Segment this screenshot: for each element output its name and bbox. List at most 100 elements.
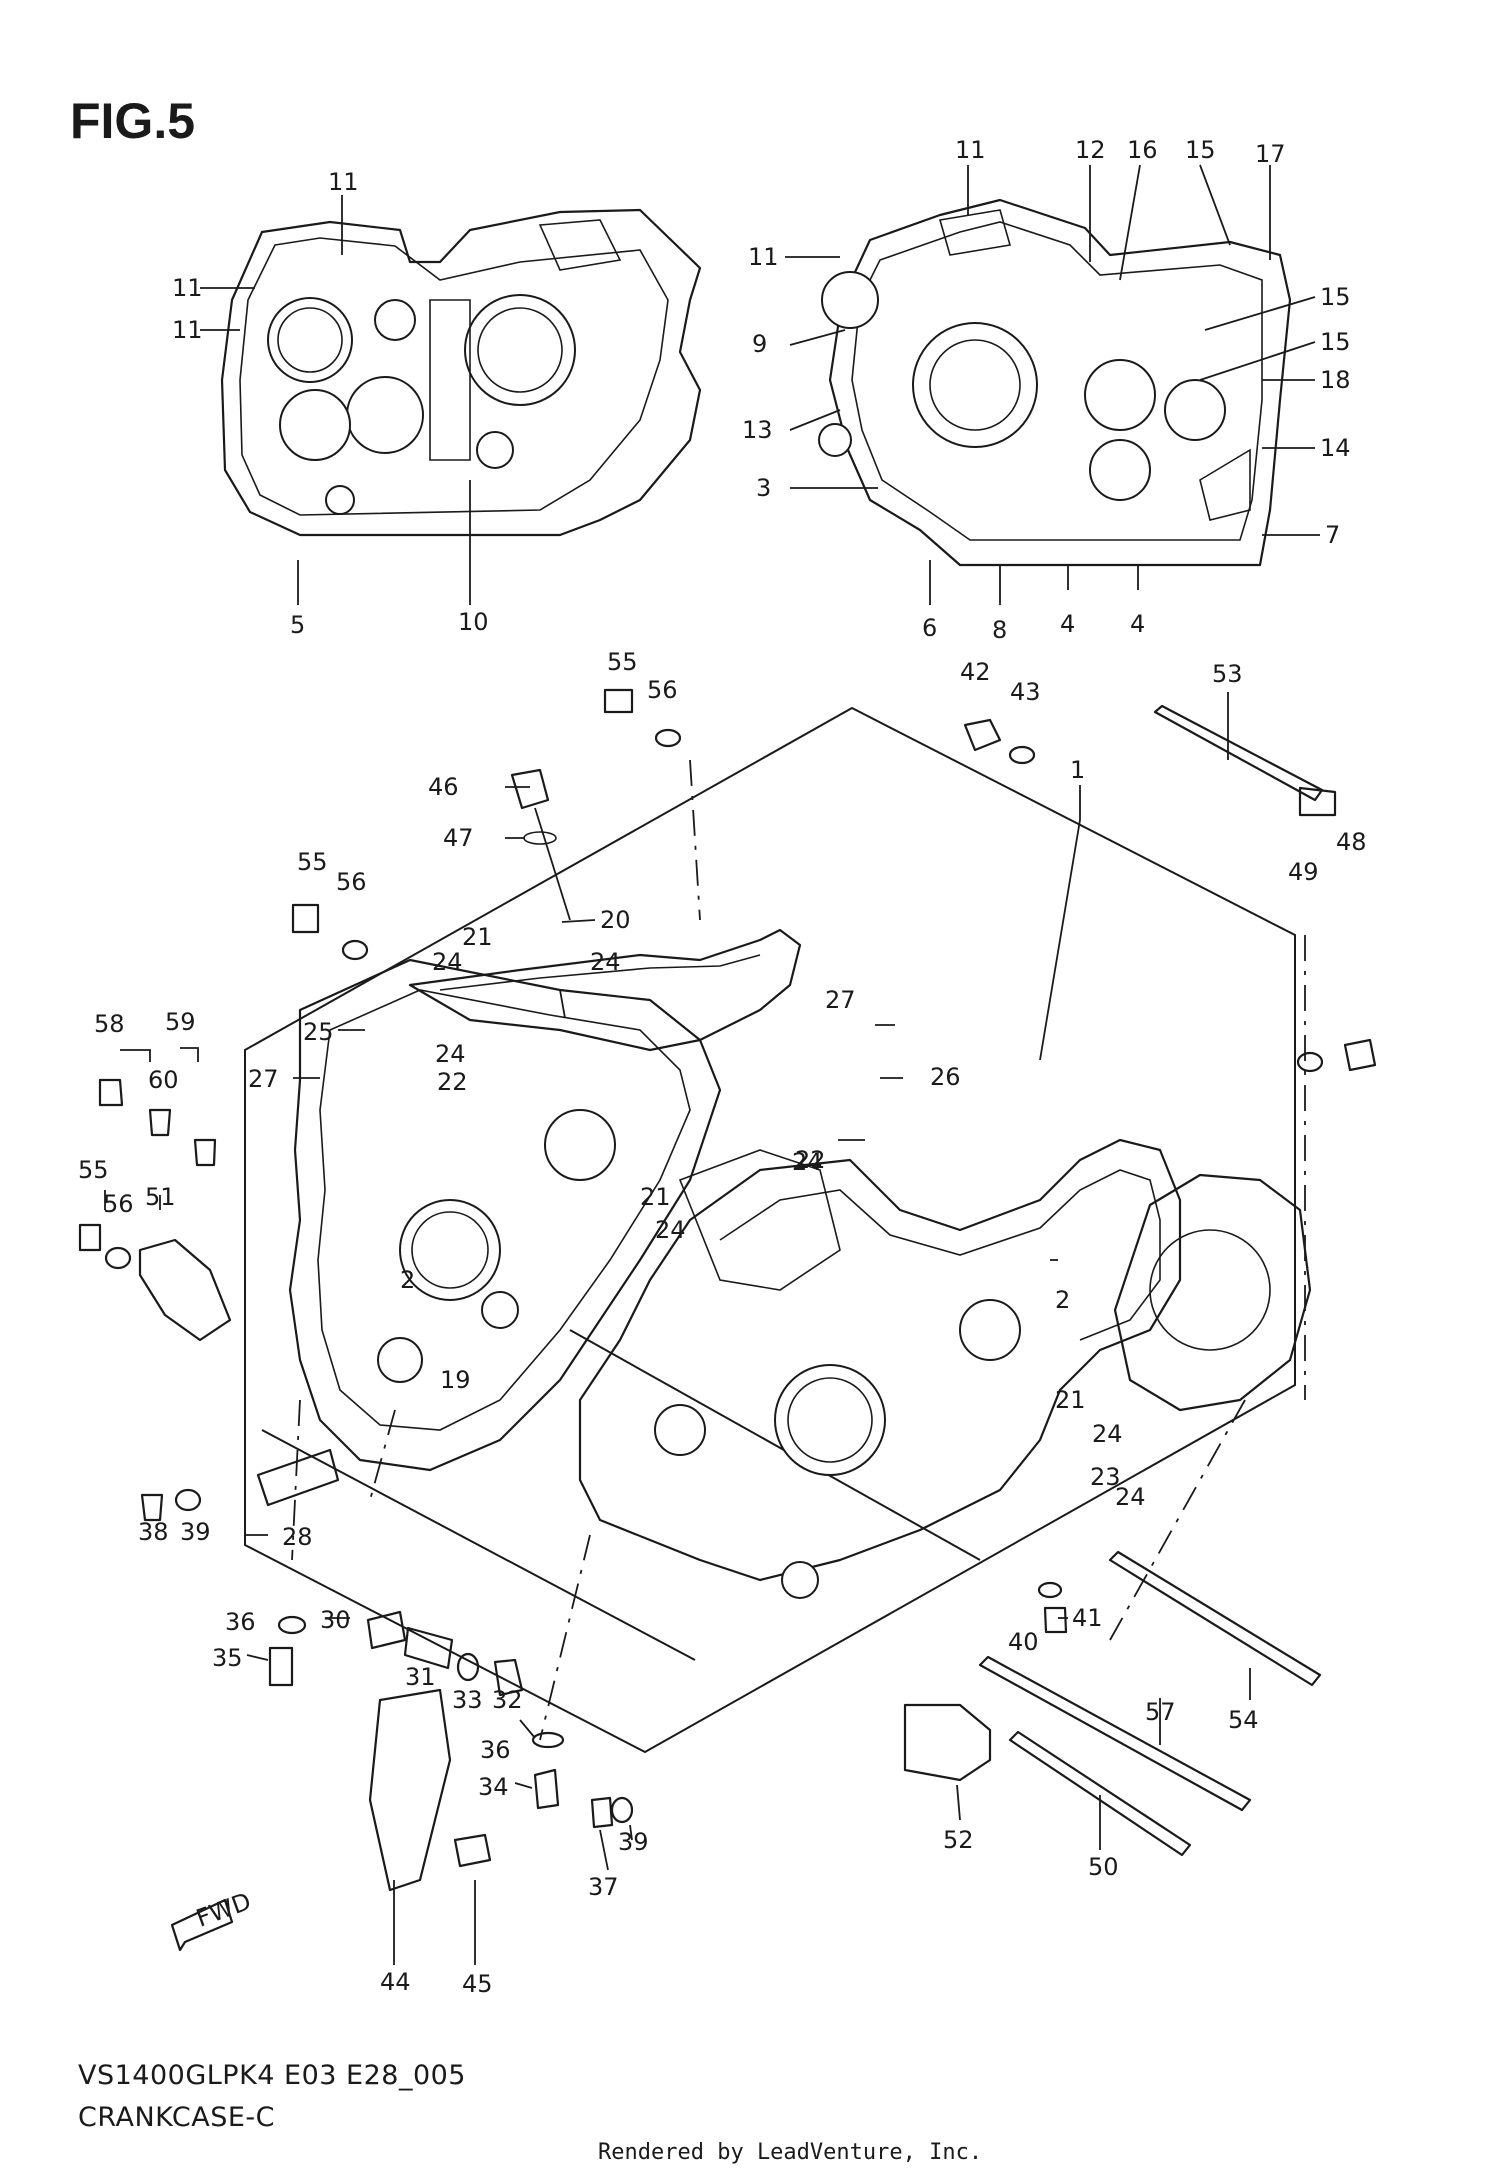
callout-label: 12 <box>1075 136 1106 164</box>
callout-label: 50 <box>1088 1853 1119 1881</box>
callout-label: 21 <box>640 1183 671 1211</box>
callout-label: 11 <box>172 316 203 344</box>
callout-label: 60 <box>148 1066 179 1094</box>
callout-labels: 11 11 11 5 10 11 12 16 15 17 11 9 13 3 1… <box>78 136 1367 1998</box>
leader-lines <box>104 164 1320 1965</box>
callout-label: 21 <box>1055 1386 1086 1414</box>
callout-label: 30 <box>320 1606 351 1634</box>
callout-label: 11 <box>748 243 779 271</box>
callout-label: 15 <box>1320 283 1351 311</box>
fwd-arrow: FWD <box>170 1887 255 1952</box>
right-crankcase-half <box>818 198 1292 567</box>
callout-label: 44 <box>380 1968 411 1996</box>
figure-title: FIG.5 <box>70 93 196 149</box>
callout-label: 58 <box>94 1010 125 1038</box>
callout-label: 20 <box>600 906 631 934</box>
callout-label: 55 <box>297 848 328 876</box>
callout-label: 47 <box>443 824 474 852</box>
callout-label: 11 <box>955 136 986 164</box>
callout-label: 51 <box>145 1183 176 1211</box>
callout-label: 33 <box>452 1686 483 1714</box>
callout-label: 24 <box>432 948 463 976</box>
callout-label: 4 <box>1060 610 1075 638</box>
hardware-parts <box>78 688 1377 1892</box>
callout-label: 56 <box>647 676 678 704</box>
callout-label: 27 <box>825 986 856 1014</box>
callout-label: 24 <box>435 1040 466 1068</box>
callout-label: 54 <box>1228 1706 1259 1734</box>
callout-label: 21 <box>462 923 493 951</box>
callout-label: 56 <box>103 1190 134 1218</box>
callout-label: 22 <box>437 1068 468 1096</box>
callout-label: 40 <box>1008 1628 1039 1656</box>
callout-label: 43 <box>1010 678 1041 706</box>
callout-label: 22 <box>795 1146 826 1174</box>
assembly-frame <box>244 706 1296 1754</box>
callout-label: 55 <box>607 648 638 676</box>
callout-label: 24 <box>792 1148 823 1176</box>
callout-label: 1 <box>1070 756 1085 784</box>
callout-label: 19 <box>440 1366 471 1394</box>
callout-label: 39 <box>180 1518 211 1546</box>
callout-label: 2 <box>1055 1286 1070 1314</box>
callout-label: 3 <box>756 474 771 502</box>
callout-label: 26 <box>930 1063 961 1091</box>
callout-label: 13 <box>742 416 773 444</box>
callout-label: 42 <box>960 658 991 686</box>
callout-label: 57 <box>1145 1698 1176 1726</box>
callout-label: 24 <box>655 1216 686 1244</box>
callout-label: 38 <box>138 1518 169 1546</box>
callout-label: 35 <box>212 1644 243 1672</box>
callout-label: 36 <box>480 1736 511 1764</box>
callout-label: 24 <box>1092 1420 1123 1448</box>
callout-label: 32 <box>492 1686 523 1714</box>
callout-label: 7 <box>1325 521 1340 549</box>
callout-label: 31 <box>405 1663 436 1691</box>
callout-label: 25 <box>303 1018 334 1046</box>
callout-label: 34 <box>478 1773 509 1801</box>
callout-label: 36 <box>225 1608 256 1636</box>
callout-label: 39 <box>618 1828 649 1856</box>
callout-label: 10 <box>458 608 489 636</box>
alignment-lines <box>291 759 1306 1741</box>
render-credit: Rendered by LeadVenture, Inc. <box>598 2140 983 2165</box>
callout-label: 37 <box>588 1873 619 1901</box>
callout-label: 14 <box>1320 434 1351 462</box>
callout-label: 41 <box>1072 1604 1103 1632</box>
callout-label: 6 <box>922 614 937 642</box>
callout-label: 17 <box>1255 140 1286 168</box>
callout-label: 56 <box>336 868 367 896</box>
callout-label: 45 <box>462 1970 493 1998</box>
callout-label: 24 <box>590 948 621 976</box>
callout-label: 11 <box>172 274 203 302</box>
callout-label: 23 <box>1090 1463 1121 1491</box>
left-crankcase-half <box>220 208 702 537</box>
callout-label: 5 <box>290 611 305 639</box>
main-right-crankcase <box>578 1138 1182 1599</box>
cover-plate <box>1113 1173 1312 1412</box>
model-code: VS1400GLPK4 E03 E28_005 <box>78 2060 466 2091</box>
callout-label: 55 <box>78 1156 109 1184</box>
callout-label: 52 <box>943 1826 974 1854</box>
callout-label: 28 <box>282 1523 313 1551</box>
callout-label: 24 <box>1115 1483 1146 1511</box>
callout-label: 59 <box>165 1008 196 1036</box>
main-left-crankcase <box>288 958 722 1472</box>
upper-deck <box>408 928 802 1052</box>
callout-label: 4 <box>1130 610 1145 638</box>
callout-label: 27 <box>248 1065 279 1093</box>
callout-label: 8 <box>992 616 1007 644</box>
callout-label: 9 <box>752 330 767 358</box>
callout-label: 46 <box>428 773 459 801</box>
callout-label: 53 <box>1212 660 1243 688</box>
callout-label: 15 <box>1320 328 1351 356</box>
callout-label: 16 <box>1127 136 1158 164</box>
section-name: CRANKCASE-C <box>78 2102 276 2133</box>
callout-label: 18 <box>1320 366 1351 394</box>
callout-label: 2 <box>400 1266 415 1294</box>
callout-label: 48 <box>1336 828 1367 856</box>
callout-label: 15 <box>1185 136 1216 164</box>
callout-label: 49 <box>1288 858 1319 886</box>
callout-label: 11 <box>328 168 359 196</box>
